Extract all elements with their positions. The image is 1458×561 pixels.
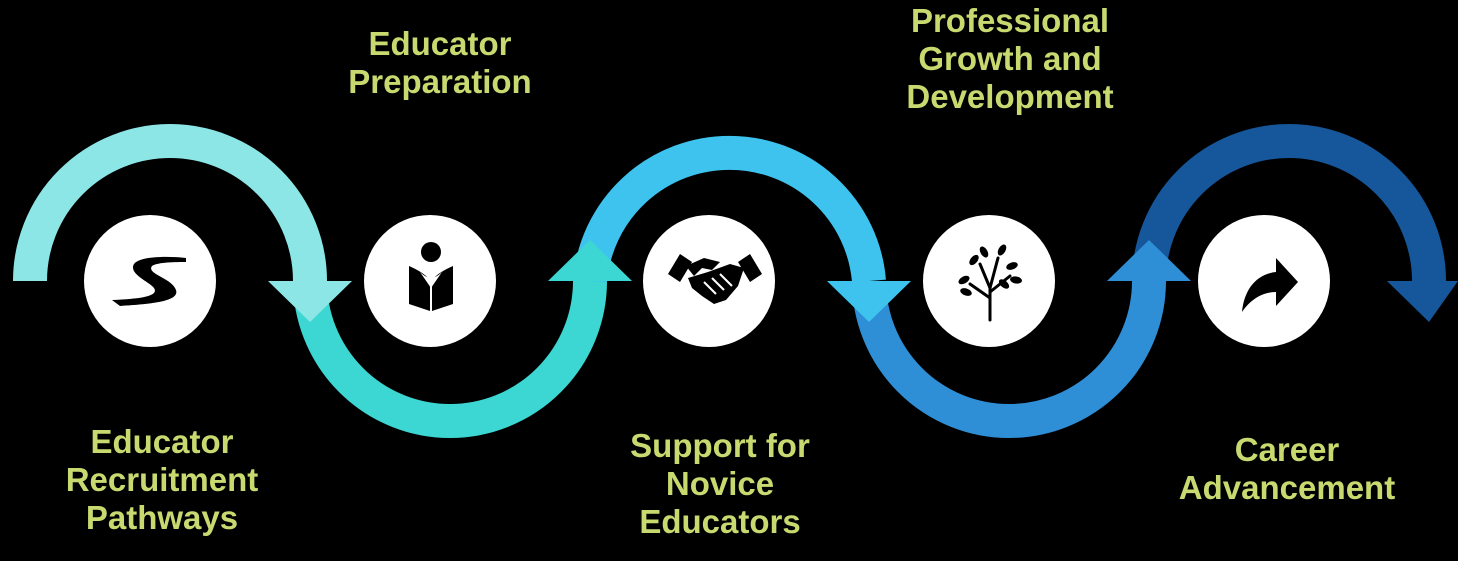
- label-line: Advancement: [1178, 469, 1396, 506]
- label-line: Pathways: [85, 499, 239, 536]
- label-line: Preparation: [348, 63, 532, 100]
- forward-arrow-icon: [1242, 258, 1298, 312]
- reading-person-icon: [409, 242, 453, 311]
- winding-road-icon: [112, 256, 186, 306]
- handshake-icon: [668, 254, 762, 304]
- label-line: Support for: [630, 427, 810, 464]
- label-line: Educator: [368, 25, 512, 62]
- stage-circle-professional-growth: [923, 215, 1055, 347]
- label-line: Educator: [90, 423, 234, 460]
- growing-tree-icon: [958, 244, 1022, 322]
- stage-arc-preparation: [293, 280, 607, 438]
- arrowhead-down-1: [268, 281, 352, 322]
- arrowhead-down-3: [1387, 281, 1458, 322]
- stage-arc-professional-growth: [852, 280, 1166, 438]
- label-line: Educators: [639, 503, 801, 540]
- label-line: Recruitment: [65, 461, 259, 498]
- stage-label-professional-growth: Professional Growth and Development: [878, 2, 1142, 116]
- stage-label-recruitment: Educator Recruitment Pathways: [40, 423, 284, 537]
- stage-label-career-advancement: Career Advancement: [1150, 431, 1424, 507]
- label-line: Novice: [665, 465, 775, 502]
- label-line: Professional: [910, 2, 1110, 39]
- label-line: Career: [1234, 431, 1340, 468]
- stage-arc-recruitment: [13, 124, 327, 282]
- stage-label-novice-support: Support for Novice Educators: [600, 427, 840, 541]
- stage-arc-career-advancement: [1132, 124, 1446, 282]
- arrowhead-down-2: [827, 281, 911, 322]
- stage-label-preparation: Educator Preparation: [320, 25, 560, 101]
- stage-arc-novice-support: [573, 135, 886, 283]
- arrowhead-up-2: [1107, 240, 1191, 281]
- label-line: Growth and: [918, 40, 1102, 77]
- arrowhead-up-1: [548, 240, 632, 281]
- label-line: Development: [906, 78, 1114, 115]
